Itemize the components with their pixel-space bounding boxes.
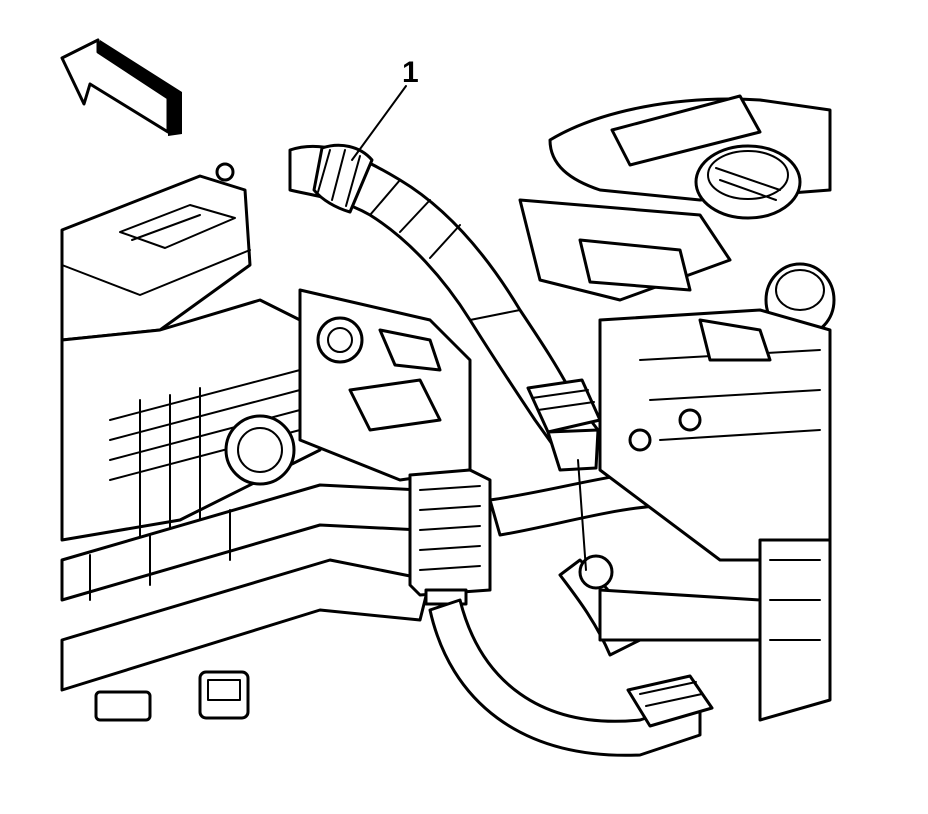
right-engine-components <box>518 94 836 722</box>
electrical-connector <box>408 468 492 606</box>
connector-lower-left <box>94 670 250 722</box>
coolant-hose <box>288 143 602 472</box>
callout-1: 1 <box>351 56 419 161</box>
throttle-body <box>298 288 472 482</box>
front-arrow-icon <box>60 38 182 136</box>
callout-label: 1 <box>402 56 419 89</box>
connector-lower-right <box>626 674 714 728</box>
control-module <box>60 162 322 542</box>
